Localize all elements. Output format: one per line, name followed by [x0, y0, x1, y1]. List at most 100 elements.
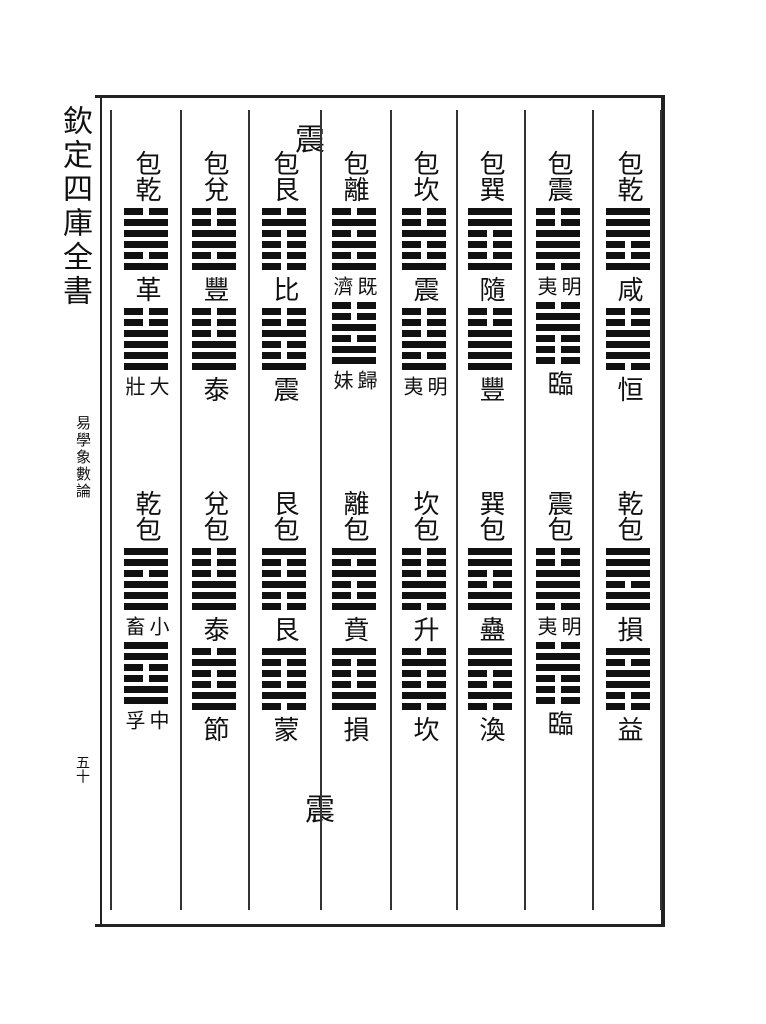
yang-line — [606, 208, 650, 215]
group-label: 巽包 — [475, 490, 505, 542]
upper-group: 包震明夷臨 — [528, 150, 588, 396]
page-number: 五十 — [74, 755, 90, 783]
yang-line — [332, 241, 376, 248]
yin-line — [606, 363, 650, 370]
yin-line — [192, 319, 236, 326]
yin-line — [192, 330, 236, 337]
yin-line — [606, 581, 650, 588]
yin-line — [192, 308, 236, 315]
hexagram-name: 損 — [339, 716, 369, 742]
yin-line — [606, 319, 650, 326]
group-label: 包兌 — [199, 150, 229, 202]
hexagram — [606, 548, 650, 610]
hexagram-name-part: 夷 — [534, 276, 558, 296]
lower-group: 艮包艮蒙 — [254, 490, 314, 742]
yang-line — [402, 230, 446, 237]
yang-line — [124, 653, 168, 660]
hexagram-name: 泰 — [199, 616, 229, 642]
yang-line — [606, 219, 650, 226]
yang-line — [332, 692, 376, 699]
yin-line — [262, 681, 306, 688]
yin-line — [402, 241, 446, 248]
yang-line — [124, 686, 168, 693]
yang-line — [536, 664, 580, 671]
yang-line — [606, 570, 650, 577]
hexagram-name: 中孚 — [122, 710, 170, 730]
yang-line — [402, 363, 446, 370]
yang-line — [402, 659, 446, 666]
yang-line — [536, 241, 580, 248]
yang-line — [468, 548, 512, 555]
page-frame — [95, 95, 665, 927]
yang-line — [124, 219, 168, 226]
group-label: 艮包 — [269, 490, 299, 542]
yin-line — [262, 208, 306, 215]
hexagram — [536, 642, 580, 704]
column-rule — [248, 110, 250, 910]
yin-line — [332, 208, 376, 215]
hexagram-name-part: 妹 — [330, 370, 354, 390]
yin-line — [468, 319, 512, 326]
hexagram-name: 賁 — [339, 616, 369, 642]
yang-line — [468, 559, 512, 566]
yang-line — [262, 330, 306, 337]
yang-line — [536, 592, 580, 599]
yang-line — [192, 263, 236, 270]
yin-line — [402, 319, 446, 326]
yang-line — [332, 346, 376, 353]
column-c1: 包乾咸恒乾包損益 — [598, 150, 658, 920]
group-label: 包巽 — [475, 150, 505, 202]
yin-line — [536, 208, 580, 215]
yin-line — [402, 559, 446, 566]
hexagram — [402, 648, 446, 710]
yang-line — [262, 581, 306, 588]
hexagram — [402, 308, 446, 370]
column-rule — [592, 110, 594, 910]
upper-group: 包乾咸恒 — [598, 150, 658, 402]
yang-line — [332, 357, 376, 364]
yang-line — [124, 592, 168, 599]
yin-line — [606, 703, 650, 710]
yang-line — [124, 363, 168, 370]
hexagram-name: 渙 — [475, 716, 505, 742]
yin-line — [402, 648, 446, 655]
yang-line — [192, 363, 236, 370]
lower-group: 震包明夷臨 — [528, 490, 588, 736]
yang-line — [332, 603, 376, 610]
hexagram-name: 比 — [269, 276, 299, 302]
group-label: 離包 — [339, 490, 369, 542]
yang-line — [332, 548, 376, 555]
column-rule — [456, 110, 458, 910]
group-label: 包乾 — [131, 150, 161, 202]
yin-line — [262, 659, 306, 666]
group-label: 坎包 — [409, 490, 439, 542]
yin-line — [468, 670, 512, 677]
yang-line — [402, 263, 446, 270]
column-rule — [524, 110, 526, 910]
column-c4: 包坎震明夷坎包升坎 — [394, 150, 454, 920]
yang-line — [536, 252, 580, 259]
yin-line — [468, 230, 512, 237]
yin-line — [536, 675, 580, 682]
hexagram-name-part: 明 — [424, 376, 448, 396]
yang-line — [124, 581, 168, 588]
hexagram — [262, 548, 306, 610]
yang-line — [192, 592, 236, 599]
hexagram — [192, 308, 236, 370]
yang-line — [402, 581, 446, 588]
yin-line — [262, 592, 306, 599]
yang-line — [192, 603, 236, 610]
yin-line — [192, 559, 236, 566]
hexagram-name: 豐 — [475, 376, 505, 402]
yang-line — [124, 548, 168, 555]
yang-line — [332, 263, 376, 270]
hexagram-name: 震 — [269, 376, 299, 402]
yin-line — [332, 670, 376, 677]
yin-line — [402, 252, 446, 259]
yin-line — [262, 252, 306, 259]
yin-line — [536, 357, 580, 364]
hexagram-name: 咸 — [613, 276, 643, 302]
hexagram — [536, 208, 580, 270]
hexagram — [124, 308, 168, 370]
yang-line — [468, 692, 512, 699]
